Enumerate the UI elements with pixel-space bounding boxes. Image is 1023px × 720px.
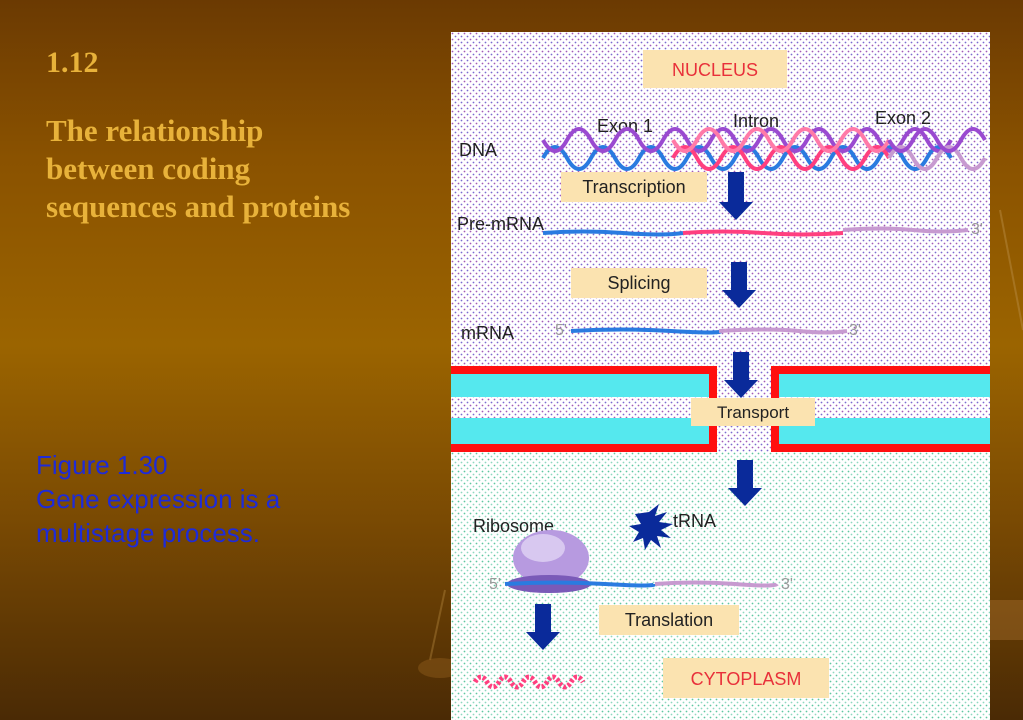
intron-label: Intron bbox=[733, 111, 779, 131]
splicing-arrow-icon bbox=[722, 262, 756, 308]
transcription-arrow-icon bbox=[719, 172, 753, 220]
nucleus-label-box bbox=[643, 50, 787, 88]
exon2-label: Exon 2 bbox=[875, 108, 931, 128]
cytoplasm-label: CYTOPLASM bbox=[691, 669, 802, 689]
trna-label: tRNA bbox=[673, 511, 716, 531]
splicing-label: Splicing bbox=[607, 273, 670, 293]
mrna-strand bbox=[570, 327, 848, 335]
caption-text: Gene expression is a multistage process. bbox=[36, 484, 281, 548]
translation-label: Translation bbox=[625, 610, 713, 630]
mrna-5prime-label: 5' bbox=[555, 322, 567, 339]
translation-label-box bbox=[599, 605, 739, 635]
nucleus-label: NUCLEUS bbox=[672, 60, 758, 80]
translation-arrow-icon bbox=[526, 604, 560, 650]
protein-chain-icon bbox=[472, 674, 586, 690]
transcription-label-box bbox=[561, 172, 707, 202]
premrna-strand bbox=[542, 226, 969, 237]
premrna-3prime-label: 3' bbox=[971, 221, 983, 238]
trna-icon bbox=[629, 504, 673, 550]
cytoplasm-label-box bbox=[663, 658, 829, 698]
dna-double-helix bbox=[541, 127, 987, 171]
nuclear-membrane bbox=[451, 366, 990, 452]
exon1-label: Exon 1 bbox=[597, 116, 653, 136]
mrna-3prime-label: 3' bbox=[849, 322, 861, 339]
dna-label: DNA bbox=[459, 140, 497, 160]
transcription-label: Transcription bbox=[582, 177, 685, 197]
translating-mrna-strand bbox=[504, 580, 779, 588]
mrna-label: mRNA bbox=[461, 323, 514, 343]
slide-title: The relationship between coding sequence… bbox=[46, 113, 351, 224]
translation-3prime-label: 3' bbox=[781, 576, 793, 593]
transport-arrow-icon bbox=[724, 352, 758, 398]
gene-expression-figure: NUCLEUS DNA Exon 1 Intron Exon 2 Transcr… bbox=[451, 32, 990, 720]
figure-caption: Figure 1.30 Gene expression is a multist… bbox=[36, 448, 366, 550]
premrna-label: Pre-mRNA bbox=[457, 214, 544, 234]
gene-expression-diagram: NUCLEUS DNA Exon 1 Intron Exon 2 Transcr… bbox=[451, 32, 990, 720]
ribosome-label: Ribosome bbox=[473, 516, 554, 536]
transport-label-box bbox=[691, 398, 815, 426]
slide-number: 1.12 bbox=[46, 46, 99, 79]
figure-reference: Figure 1.30 bbox=[36, 450, 168, 480]
cytoplasm-arrow-icon bbox=[728, 460, 762, 506]
splicing-label-box bbox=[571, 268, 707, 298]
translation-5prime-label: 5' bbox=[489, 576, 501, 593]
transport-label: Transport bbox=[717, 403, 789, 422]
